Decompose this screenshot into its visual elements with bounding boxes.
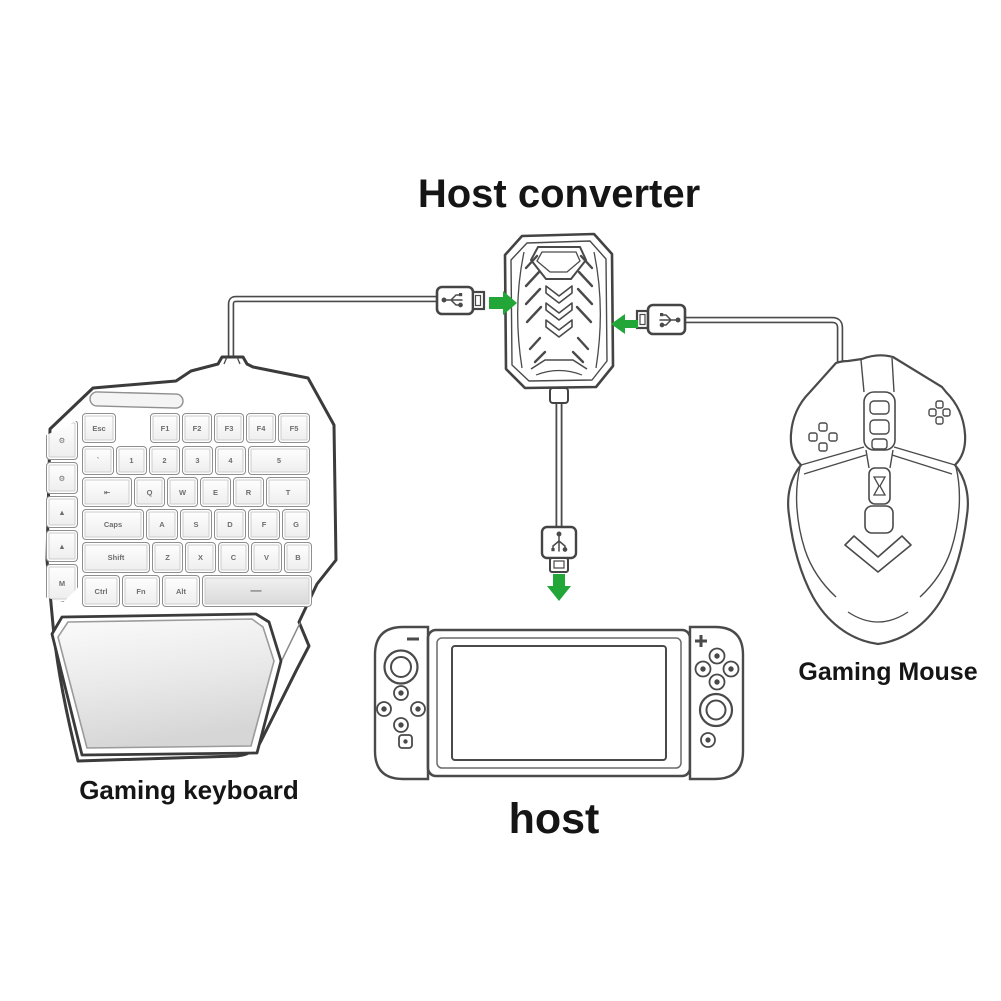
usb-trident-icon bbox=[441, 293, 463, 308]
host-converter-device bbox=[503, 232, 615, 404]
arrow-down-icon bbox=[547, 574, 571, 601]
scroll-wheel bbox=[869, 400, 890, 450]
mouse-cable bbox=[684, 316, 844, 366]
side-buttons-icon bbox=[928, 400, 951, 425]
right-joycon bbox=[688, 625, 745, 781]
plus-button bbox=[695, 635, 707, 647]
mouse-label: Gaming Mouse bbox=[798, 658, 978, 686]
converter-title: Host converter bbox=[417, 172, 701, 216]
dpad-buttons bbox=[376, 685, 426, 733]
usb-trident-icon bbox=[551, 531, 568, 552]
abxy-buttons bbox=[694, 647, 740, 691]
usb-plug-middle bbox=[540, 525, 578, 573]
left-joycon bbox=[373, 625, 430, 781]
left-analog-stick bbox=[383, 649, 419, 685]
usb-trident-icon bbox=[659, 313, 681, 328]
gaming-mouse-illustration bbox=[787, 354, 969, 646]
right-analog-stick bbox=[698, 692, 734, 728]
screen bbox=[451, 645, 667, 761]
capture-button bbox=[398, 734, 413, 749]
wrist-rest bbox=[50, 612, 283, 757]
switch-console-illustration bbox=[373, 625, 745, 781]
dpad-icon bbox=[808, 422, 838, 452]
usb-plug-right bbox=[635, 303, 687, 336]
dpi-button bbox=[868, 467, 891, 505]
usb-plug-left bbox=[435, 285, 486, 316]
arrow-left-icon bbox=[611, 314, 638, 334]
host-label: host bbox=[508, 795, 600, 843]
keyboard-light-strip bbox=[89, 391, 184, 409]
chevron-down-icons bbox=[545, 285, 573, 338]
keyboard-cable bbox=[227, 295, 437, 360]
gaming-keyboard-illustration bbox=[45, 355, 338, 763]
home-button bbox=[700, 732, 716, 748]
keyboard-label: Gaming keyboard bbox=[79, 775, 299, 805]
arrow-right-icon bbox=[489, 291, 517, 315]
